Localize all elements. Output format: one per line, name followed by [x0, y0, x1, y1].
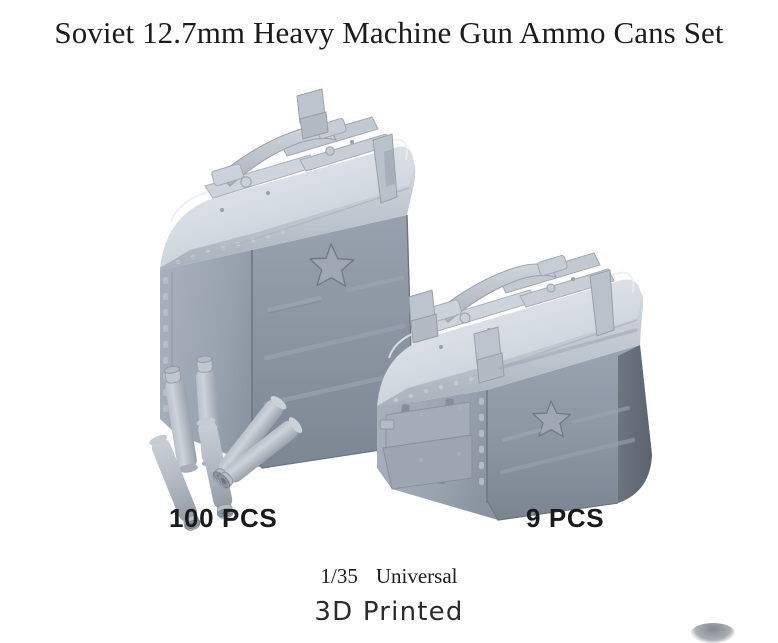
scale-value: 1/35: [320, 564, 358, 588]
ammo-can-large: [159, 88, 416, 469]
quantity-label-cans: 9 PCS: [526, 503, 605, 533]
cartridge-casings: [149, 355, 303, 531]
corner-logo-mark: [691, 623, 735, 643]
page-title: Soviet 12.7mm Heavy Machine Gun Ammo Can…: [54, 15, 724, 50]
ammo-can-second: [376, 252, 652, 521]
scale-line: 1/35 Universal: [0, 564, 778, 589]
production-method-label: 3D Printed: [314, 597, 464, 627]
quantity-label-shells: 100 PCS: [169, 503, 278, 533]
fit-value: Universal: [375, 564, 458, 588]
